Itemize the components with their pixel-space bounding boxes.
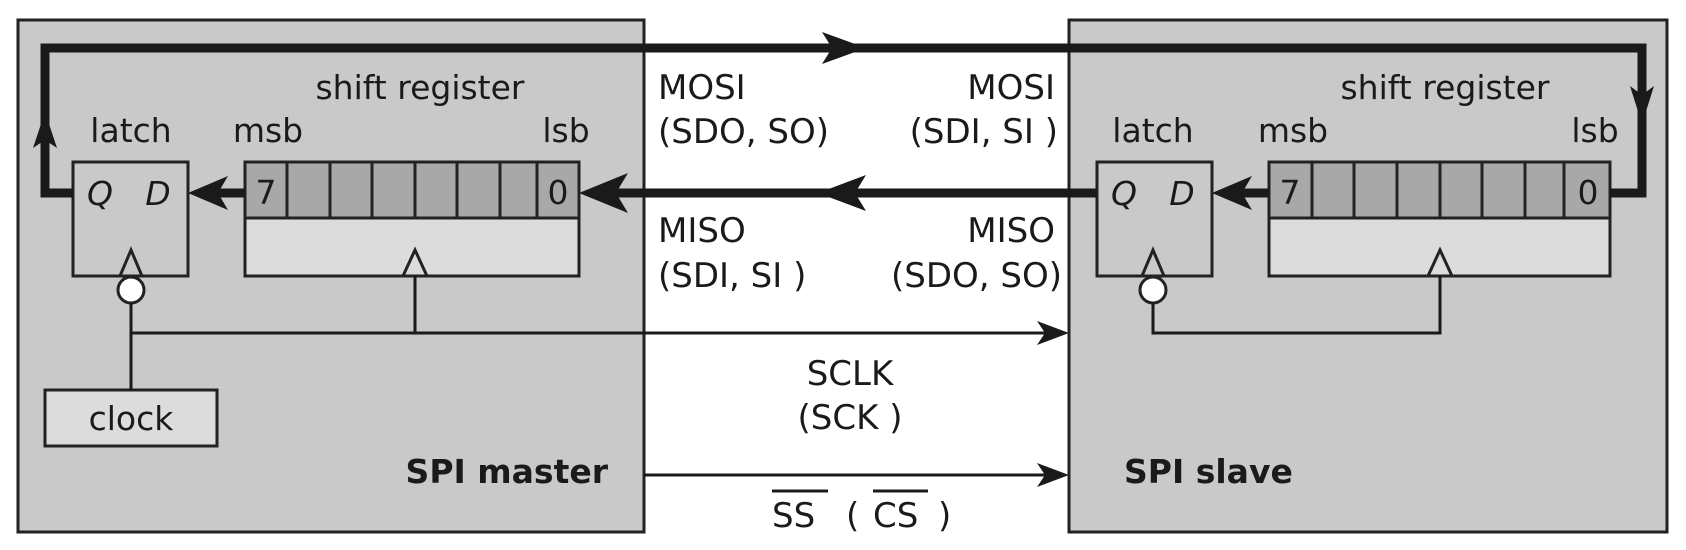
mosi-left-alt-label: (SDO, SO) — [658, 112, 829, 152]
miso-left-label: MISO — [658, 211, 746, 251]
slave-lsb-label: lsb — [1571, 111, 1618, 150]
slave-register-label: shift register — [1340, 68, 1549, 107]
master-msb-label: msb — [233, 111, 303, 150]
slave-loop-down-arrowhead — [1630, 86, 1654, 124]
slave-msb-bit: 7 — [1280, 173, 1301, 212]
master-register-label: shift register — [315, 68, 524, 107]
slave-register-dividers — [1310, 162, 1566, 218]
miso-mid-arrowhead — [818, 175, 866, 211]
slave-latch-label: latch — [1112, 111, 1193, 150]
master-clock-box — [43, 388, 219, 448]
miso-right-label: MISO — [967, 211, 1055, 251]
spi-master-title: SPI master — [406, 452, 609, 491]
ss-label: SS — [772, 496, 815, 536]
ss-open-paren: ( — [846, 496, 859, 536]
spi-slave-title: SPI slave — [1124, 452, 1293, 491]
cs-label: CS — [873, 496, 918, 536]
slave-msb-label: msb — [1258, 111, 1328, 150]
ss-close-paren: ) — [938, 496, 951, 536]
slave-latch-inverter-bubble — [1138, 275, 1168, 305]
sclk-label: SCLK — [807, 354, 895, 394]
miso-input-arrowhead — [579, 173, 628, 213]
master-lsb-label: lsb — [542, 111, 589, 150]
master-latch-d-arrowhead — [188, 176, 228, 210]
master-latch-d: D — [145, 174, 170, 213]
slave-latch-q: Q — [1111, 174, 1137, 213]
master-register-dividers — [285, 162, 539, 218]
miso-right-alt-label: (SDO, SO) — [891, 256, 1062, 296]
master-register-cells — [243, 160, 581, 220]
master-latch-label: latch — [90, 111, 171, 150]
slave-latch-d: D — [1169, 174, 1194, 213]
slave-latch-d-arrowhead — [1212, 176, 1252, 210]
master-latch-inverter-bubble — [116, 275, 146, 305]
master-lsb-bit: 0 — [548, 173, 569, 212]
sclk-arrowhead — [1037, 321, 1069, 345]
ss-arrowhead — [1037, 463, 1069, 487]
mosi-left-label: MOSI — [658, 68, 746, 108]
master-loop-up-arrowhead — [33, 112, 57, 148]
mosi-right-label: MOSI — [967, 68, 1055, 108]
sclk-alt-label: (SCK ) — [798, 398, 903, 438]
master-clock-label: clock — [89, 399, 175, 438]
slave-lsb-bit: 0 — [1578, 173, 1599, 212]
master-latch-q: Q — [87, 174, 113, 213]
miso-left-alt-label: (SDI, SI ) — [658, 256, 806, 296]
master-msb-bit: 7 — [256, 173, 277, 212]
mosi-arrowhead — [822, 32, 866, 64]
slave-clock-wiring — [1151, 276, 1442, 335]
mosi-right-alt-label: (SDI, SI ) — [910, 112, 1058, 152]
